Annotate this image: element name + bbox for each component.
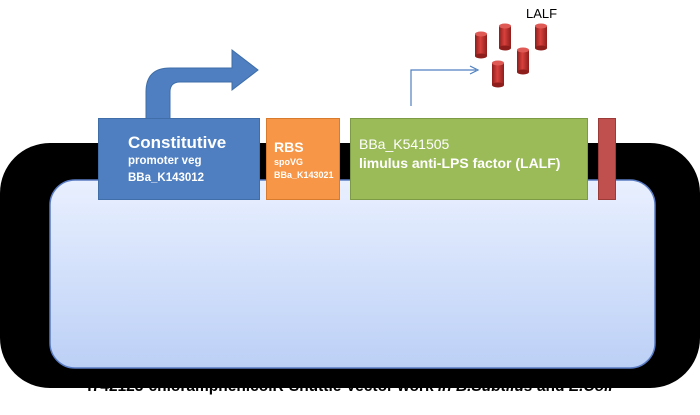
promoter-name: promoter veg	[128, 155, 202, 167]
promoter-arrow-icon	[145, 48, 259, 123]
rbs-part: RBS spoVG BBa_K143021	[266, 118, 340, 200]
gene-part-id: BBa_K541505	[359, 136, 450, 152]
protein-cylinder-icon	[517, 47, 529, 75]
protein-cylinder-icon	[475, 31, 487, 59]
rbs-title: RBS	[274, 139, 304, 155]
promoter-title: Constitutive	[128, 133, 227, 152]
transcription-arrow-icon	[410, 69, 476, 106]
caption-host-2: E.Coli	[568, 378, 613, 395]
gene-name: limulus anti-LPS factor (LALF)	[359, 155, 561, 171]
vector-interior	[49, 179, 656, 369]
terminator-part	[598, 118, 616, 200]
caption-host-1: in B.Subtilus	[437, 378, 533, 395]
promoter-part-id: BBa_K143012	[128, 172, 205, 184]
coding-sequence-part: BBa_K541505 limulus anti-LPS factor (LAL…	[350, 118, 588, 200]
promoter-part: Constitutive promoter veg BBa_K143012	[98, 118, 260, 200]
vector-caption: I742123-chloramphenicolR-Shuttle Vector …	[0, 378, 700, 396]
transcription-arrowhead-icon	[469, 65, 480, 75]
protein-cylinder-icon	[499, 23, 511, 51]
lalf-label: LALF	[526, 6, 558, 21]
caption-text: I742123-chloramphenicolR-Shuttle Vector …	[87, 378, 438, 395]
caption-conjunction: and	[532, 378, 569, 395]
lalf-protein-icon	[475, 23, 547, 88]
protein-cylinder-icon	[492, 60, 504, 88]
protein-cylinder-icon	[535, 23, 547, 51]
rbs-part-id: BBa_K143021	[274, 170, 334, 180]
rbs-name: spoVG	[274, 157, 304, 167]
